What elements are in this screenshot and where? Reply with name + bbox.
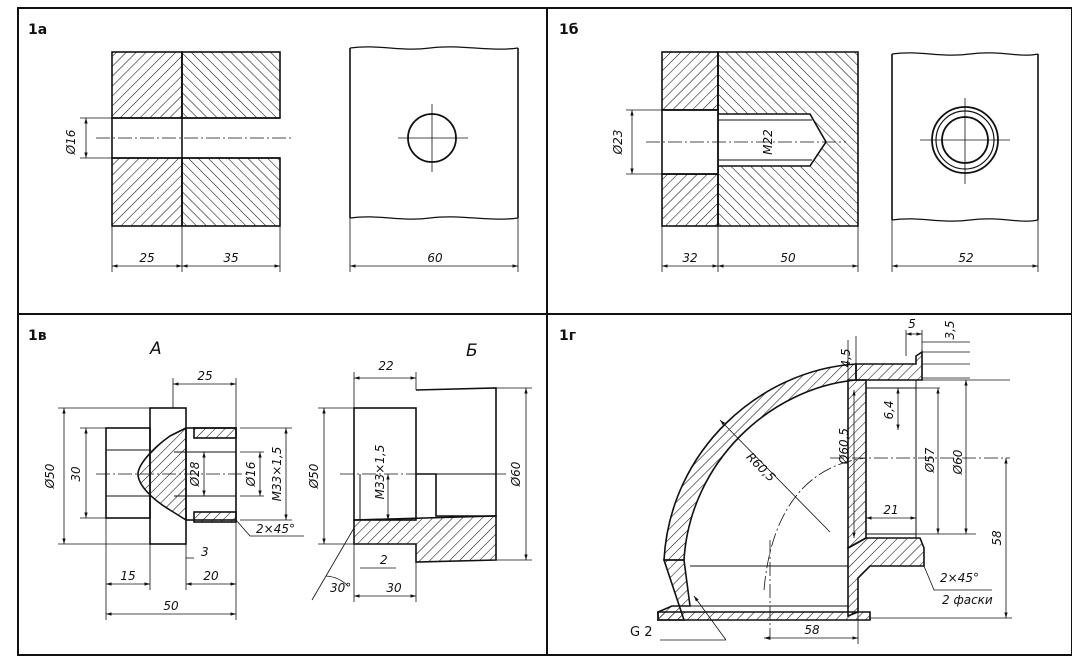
- plate-view-1a: [349, 46, 519, 272]
- panel-1b: 1б Ø23 M22 32 50: [559, 22, 1039, 272]
- dim-va-d30: 30: [69, 466, 83, 482]
- dim-1g-d58v: 58: [990, 530, 1004, 546]
- panel-label-1b: 1б: [559, 22, 579, 38]
- dim-va-d28: Ø28: [188, 461, 202, 487]
- dim-va-top: 25: [197, 369, 212, 383]
- dim-1b-thread: M22: [761, 129, 775, 155]
- plate-view-1b: [891, 52, 1039, 272]
- dim-vb-d2: 2: [380, 553, 388, 567]
- dim-1g-r605: R60,5: [743, 450, 778, 485]
- dim-vb-d30: 30: [386, 581, 402, 595]
- dimension-lines-1g: [660, 330, 1012, 644]
- dim-1a-right: 35: [223, 251, 238, 265]
- section-view-1a: [96, 51, 292, 227]
- dim-1b-view: 52: [958, 251, 973, 265]
- dim-1b-left: 32: [682, 251, 697, 265]
- panel-1v: 1в А Б: [28, 328, 532, 620]
- elbow-fitting-section: [657, 350, 925, 621]
- panel-label-1g: 1г: [559, 328, 576, 344]
- dim-vb-d50: Ø50: [307, 463, 321, 489]
- dim-va-d15: 15: [120, 569, 135, 583]
- panel-label-1v: 1в: [28, 328, 47, 344]
- dimension-lines-view-b: [311, 372, 532, 602]
- dim-1g-d35: 3,5: [943, 320, 957, 339]
- dim-va-d50: Ø50: [43, 463, 57, 489]
- dim-1a-dia: Ø16: [64, 129, 78, 155]
- section-view-1b: [646, 51, 859, 227]
- dim-vb-top: 22: [378, 359, 393, 373]
- view-label-a: А: [149, 339, 162, 359]
- dim-va-chamfer: 2×45°: [256, 522, 295, 536]
- dim-1g-d21: 21: [883, 503, 898, 517]
- dimension-lines-view-a: [58, 378, 304, 620]
- dim-1g-chamfer-note: 2 фаски: [942, 593, 993, 607]
- sheet-frame: [17, 7, 1072, 656]
- dim-vb-angle: 30°: [330, 581, 351, 595]
- dim-1b-right: 50: [780, 251, 796, 265]
- dim-1g-d60: Ø60: [951, 449, 965, 475]
- part-view-b: [340, 387, 506, 563]
- dim-1a-view: 60: [427, 251, 443, 265]
- dim-1g-g2: G 2: [630, 625, 652, 640]
- dimension-lines-1a: [80, 117, 281, 272]
- dim-1g-chamfer: 2×45°: [940, 571, 979, 585]
- dim-1g-d58h: 58: [804, 623, 820, 637]
- dim-1b-dia: Ø23: [611, 130, 625, 156]
- dim-va-d50w: 50: [163, 599, 179, 613]
- dim-va-d16: Ø16: [244, 461, 258, 487]
- dim-vb-d60: Ø60: [509, 461, 523, 487]
- panel-1g: 1г: [559, 317, 1012, 644]
- dim-1g-d5: 5: [908, 317, 916, 331]
- part-view-a: [96, 407, 250, 545]
- dim-1g-d45: 4,5: [839, 348, 853, 367]
- view-label-b: Б: [466, 341, 478, 361]
- dim-1g-d57: Ø57: [923, 447, 937, 473]
- dim-vb-m33: M33×1,5: [373, 445, 387, 500]
- panel-1a: 1а Ø16 25 35: [28, 22, 519, 272]
- elbow-centerlines: [763, 457, 1010, 640]
- dim-va-m33: M33×1,5: [270, 447, 284, 502]
- dim-1g-d605: Ø60,5: [837, 428, 851, 465]
- dim-1g-d64: 6,4: [882, 400, 896, 419]
- dim-va-d3: 3: [201, 545, 209, 559]
- panel-label-1a: 1а: [28, 22, 47, 38]
- dimension-lines-1b: [626, 109, 859, 272]
- dim-va-d20: 20: [203, 569, 219, 583]
- dim-1a-left: 25: [139, 251, 154, 265]
